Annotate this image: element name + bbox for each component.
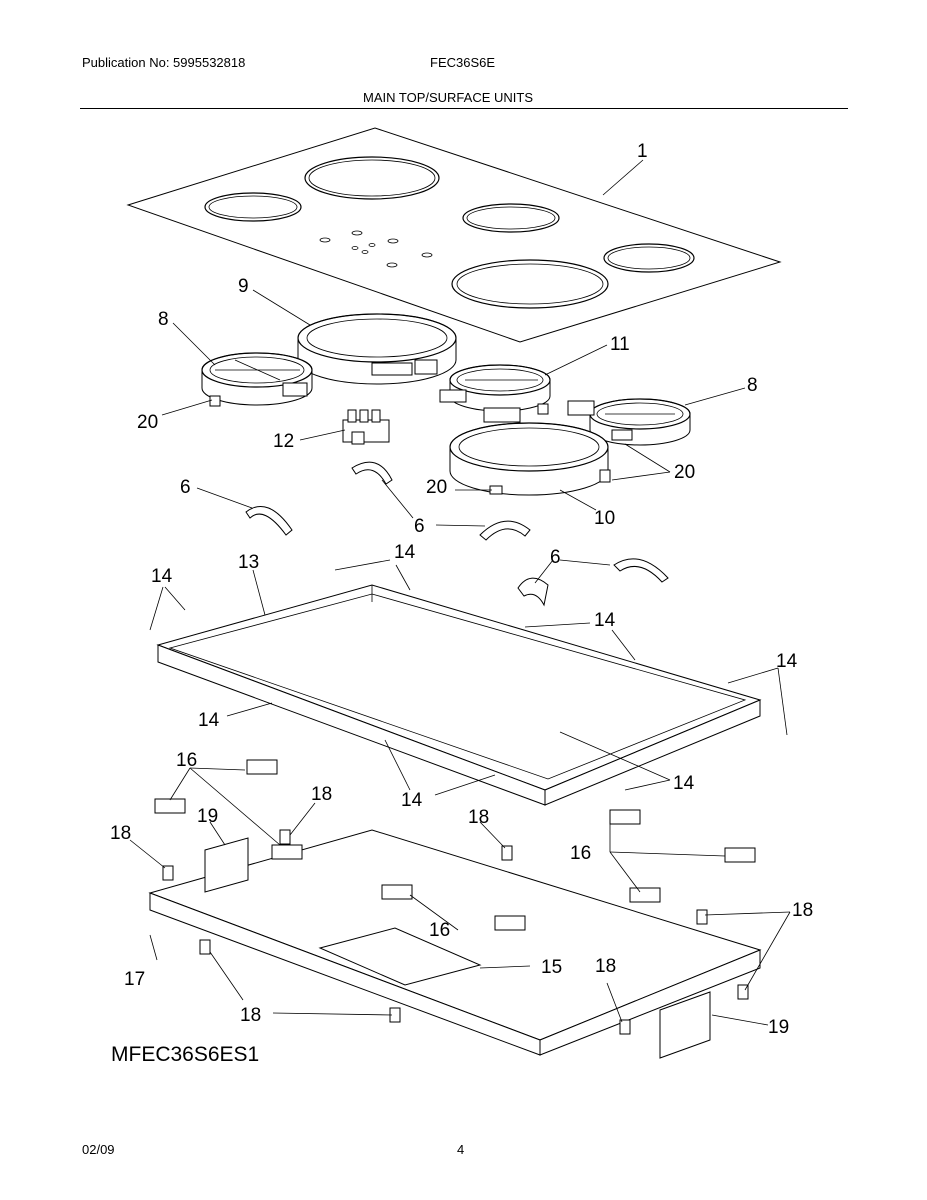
callout-20-right: 20: [674, 462, 695, 483]
figure-id: MFEC36S6ES1: [111, 1043, 260, 1066]
callout-16-left: 16: [176, 750, 197, 771]
callout-11: 11: [610, 334, 630, 355]
spring-clips: [245, 461, 669, 607]
callout-16-center: 16: [429, 920, 450, 941]
section-title: MAIN TOP/SURFACE UNITS: [363, 90, 533, 105]
callout-17: 17: [124, 969, 145, 990]
callout-8-left: 8: [158, 309, 169, 330]
callout-18-upper-center: 18: [468, 807, 489, 828]
callout-19-left: 19: [197, 806, 218, 827]
brackets: [154, 759, 756, 1035]
callout-8-right: 8: [747, 375, 758, 396]
callout-19-right: 19: [768, 1017, 789, 1038]
burner-large-front-right: [449, 407, 611, 496]
callout-20-center: 20: [426, 477, 447, 498]
callout-20-left: 20: [137, 412, 158, 433]
callout-14-front-center: 14: [401, 790, 423, 811]
callout-14-left: 14: [151, 566, 173, 587]
callout-18-right: 18: [792, 900, 813, 921]
callout-14-far-right: 14: [776, 651, 798, 672]
model-number: FEC36S6E: [430, 55, 496, 70]
glass-cooktop: [126, 127, 782, 343]
burner-small-left: [201, 352, 313, 407]
burner-small-center: [439, 364, 551, 415]
callout-18-far-left: 18: [110, 823, 131, 844]
callout-6-left: 6: [180, 477, 191, 498]
callout-10: 10: [594, 508, 615, 529]
callout-9: 9: [238, 276, 249, 297]
burner-small-right: [567, 398, 691, 446]
callout-14-top: 14: [394, 542, 416, 563]
callout-12: 12: [273, 431, 294, 452]
burner-large-front-left: [297, 313, 457, 385]
callout-1: 1: [637, 141, 648, 162]
callout-18-upper-left: 18: [311, 784, 332, 805]
callout-6-center: 6: [414, 516, 425, 537]
base-pan: [148, 829, 762, 1059]
footer-date: 02/09: [82, 1142, 115, 1157]
callout-14-center-right: 14: [594, 610, 616, 631]
callout-15: 15: [541, 957, 562, 978]
callout-16-right: 16: [570, 843, 591, 864]
page-number: 4: [457, 1142, 465, 1157]
publication-number: Publication No: 5995532818: [82, 55, 246, 70]
callout-18-front-center: 18: [595, 956, 616, 977]
callout-6-right: 6: [550, 547, 561, 568]
callout-13: 13: [238, 552, 259, 573]
callout-18-bottom-left: 18: [240, 1005, 261, 1026]
burner-box: [156, 584, 762, 806]
switch-block: [342, 409, 390, 445]
header-rule: [80, 108, 848, 109]
callout-14-front-right: 14: [673, 773, 695, 794]
callout-14-front-left: 14: [198, 710, 220, 731]
leader-lines: [129, 159, 791, 1026]
